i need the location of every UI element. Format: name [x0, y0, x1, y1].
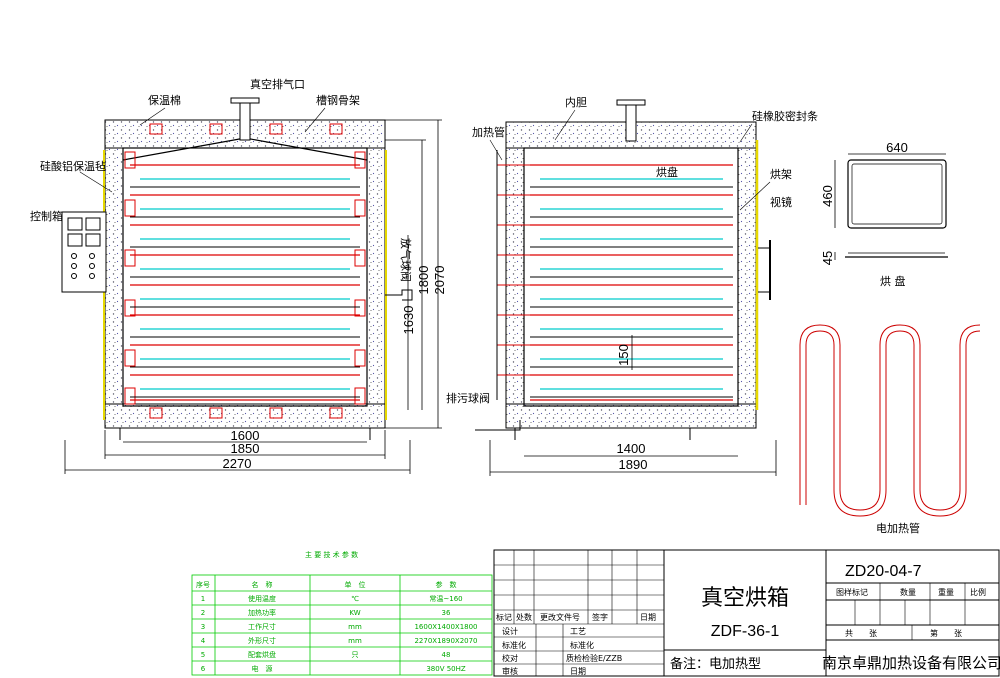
tb-process: 工艺	[570, 627, 586, 636]
spec-cell-0-2: ℃	[351, 595, 359, 603]
dim-tray-depth: 45	[820, 251, 835, 265]
tb-count: 处数	[516, 612, 532, 622]
label-control-box: 控制箱	[30, 209, 63, 223]
spec-cell-0-0: 1	[201, 595, 205, 603]
title-block: 标记 处数 更改文件号 签字 日期 设计 工艺 标准化 标准化 校对 质检检验E…	[493, 549, 1000, 677]
spec-cell-0-3: 常温~160	[429, 594, 462, 603]
spec-cell-2-0: 3	[201, 623, 205, 631]
tb-design: 设计	[502, 626, 518, 636]
tb-mark: 标记	[496, 612, 512, 622]
front-view: 1600 1850 2270 1630 1800 2070 保温棉 真空排气口 …	[30, 77, 447, 474]
spec-cell-4-0: 5	[201, 651, 205, 659]
label-inner-tank: 内胆	[565, 95, 587, 109]
spec-cell-3-0: 4	[201, 637, 206, 645]
dim-front-h3: 2070	[432, 266, 447, 295]
tb-standard: 标准化	[502, 640, 526, 650]
spec-cell-2-2: mm	[348, 623, 362, 631]
label-silicone-seal: 硅橡胶密封条	[752, 109, 818, 123]
label-sight-glass: 视镜	[770, 195, 792, 209]
product-model: ZDF-36-1	[711, 623, 780, 640]
tb-date: 日期	[640, 613, 656, 622]
label-channel-frame: 槽钢骨架	[316, 94, 360, 107]
spec-cell-5-0: 6	[201, 665, 206, 673]
spec-cell-4-2: 只	[352, 651, 359, 659]
spec-cell-4-3: 48	[442, 651, 451, 659]
tb-change-doc: 更改文件号	[540, 612, 580, 622]
label-vent-valve: 放气球阀	[399, 238, 413, 282]
tb-check: 校对	[502, 653, 518, 663]
dim-front-inner-width: 1600	[231, 428, 260, 443]
label-silicate-insulation: 硅酸铝保温毡	[40, 159, 106, 173]
spec-cell-0-1: 使用温度	[248, 594, 276, 603]
spec-table-title: 主 要 技 术 参 数	[305, 550, 358, 559]
dim-side-outer-width: 1890	[619, 457, 648, 472]
spec-cell-1-2: KW	[349, 609, 360, 617]
dim-tray-width: 640	[886, 140, 908, 155]
product-name: 真空烘箱	[701, 586, 789, 611]
spec-cell-2-3: 1600X1400X1800	[414, 623, 477, 631]
dim-front-outer-width: 2270	[223, 456, 252, 471]
spec-cell-1-0: 2	[201, 609, 205, 617]
spec-cell-3-3: 2270X1890X2070	[414, 637, 477, 645]
caption-heater-tube: 电加热管	[876, 521, 920, 535]
label-heating-tube: 加热管	[472, 125, 505, 139]
spec-cell-3-1: 外形尺寸	[248, 636, 276, 645]
tb-sign: 签字	[592, 612, 608, 622]
drawing-number: ZD20-04-7	[845, 563, 922, 580]
tb-review: 审核	[502, 666, 518, 676]
label-tray: 烘盘	[656, 165, 678, 179]
dim-front-h1: 1630	[401, 306, 416, 335]
dim-side-pitch: 150	[616, 344, 631, 366]
spec-cell-5-3: 380V 50HZ	[426, 665, 466, 673]
side-view: 1400 1890 150 加热管 内胆 硅橡胶密封条 烘盘 烘架 视镜 排污球…	[446, 95, 818, 476]
tb-total: 共 张	[845, 629, 877, 638]
spec-header-3: 参 数	[436, 580, 457, 589]
spec-table: 主 要 技 术 参 数 序号 名 称 单 位 参 数 1 使用温度 ℃ 常温~160 2 加热功率…	[191, 550, 493, 676]
dim-tray-height: 460	[820, 185, 835, 207]
spec-cell-1-3: 36	[442, 609, 451, 617]
tray-detail: 640 460 45 烘 盘	[820, 140, 948, 288]
tb-stage: 图样标记	[836, 587, 868, 597]
dim-front-mid-width: 1850	[231, 441, 260, 456]
spec-cell-5-1: 电 源	[252, 664, 273, 673]
dim-front-h2: 1800	[416, 266, 431, 295]
tb-std-check: 标准化	[570, 640, 594, 650]
caption-tray: 烘 盘	[880, 274, 906, 288]
spec-cell-1-1: 加热功率	[248, 608, 276, 617]
tb-inspect: 质检检验E/ZZB	[566, 653, 622, 663]
remark: 备注：电加热型	[670, 656, 761, 672]
spec-cell-2-1: 工作尺寸	[248, 622, 276, 631]
spec-cell-4-1: 配套烘盘	[248, 650, 276, 659]
label-drain-valve: 排污球阀	[446, 391, 490, 405]
heater-detail	[799, 324, 981, 517]
tb-scale: 比例	[970, 587, 986, 597]
spec-header-1: 名 称	[252, 580, 273, 589]
label-tray-rack: 烘架	[770, 167, 792, 181]
spec-header-2: 单 位	[345, 580, 366, 589]
company-name: 南京卓鼎加热设备有限公司	[822, 654, 1000, 672]
tb-day: 日期	[570, 667, 586, 676]
label-insulation-cotton: 保温棉	[148, 93, 181, 107]
dim-side-inner-width: 1400	[617, 441, 646, 456]
tb-sheet: 第 张	[930, 628, 962, 638]
spec-cell-3-2: mm	[348, 637, 362, 645]
label-vacuum-exhaust: 真空排气口	[250, 77, 305, 91]
tb-weight: 重量	[938, 587, 954, 597]
tb-qty: 数量	[900, 587, 916, 597]
spec-header-0: 序号	[196, 580, 210, 589]
